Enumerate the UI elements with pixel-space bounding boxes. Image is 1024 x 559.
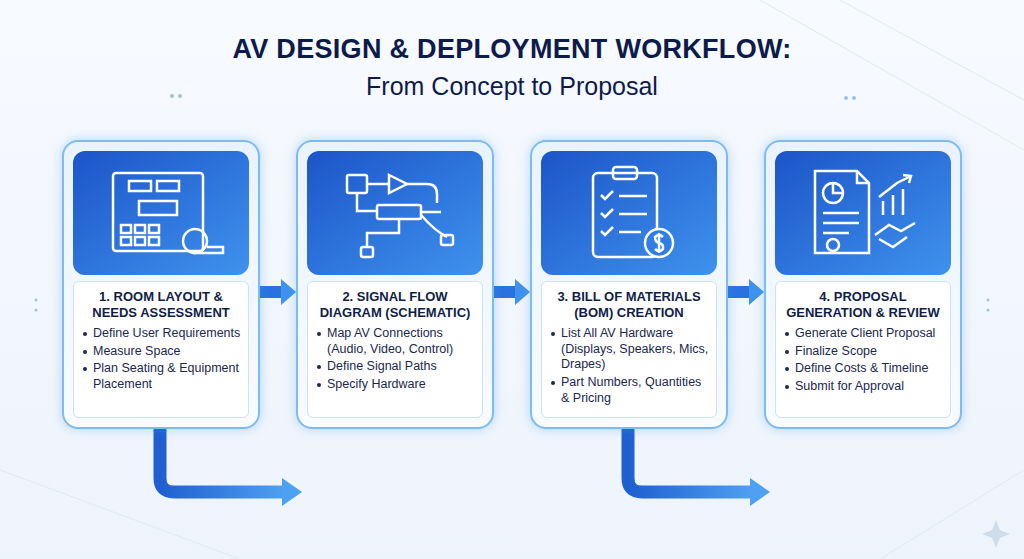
step-panel: 2. SIGNAL FLOW DIAGRAM (SCHEMATIC) Map AV… xyxy=(307,281,483,418)
step-bullet: Plan Seating & Equipment Placement xyxy=(81,361,241,392)
step-heading: 2. SIGNAL FLOW DIAGRAM (SCHEMATIC) xyxy=(315,289,475,320)
step-panel: 1. ROOM LAYOUT & NEEDS ASSESSMENT Define … xyxy=(73,281,249,418)
step-card: 2. SIGNAL FLOW DIAGRAM (SCHEMATIC) Map AV… xyxy=(296,140,494,429)
flow-arrow xyxy=(728,279,764,305)
step-card: 1. ROOM LAYOUT & NEEDS ASSESSMENT Define … xyxy=(62,140,260,429)
flow-arrow xyxy=(260,279,296,305)
step-bullet: Submit for Approval xyxy=(783,379,943,395)
step-bullet: Part Numbers, Quantities & Pricing xyxy=(549,375,709,406)
diagram-title: AV DESIGN & DEPLOYMENT WORKFLOW: xyxy=(0,34,1024,65)
step-bullet: Define User Requirements xyxy=(81,326,241,342)
step-card: 3. BILL OF MATERIALS (BOM) CREATION List … xyxy=(530,140,728,429)
step-bullet: Generate Client Proposal xyxy=(783,326,943,342)
step-panel: 4. PROPOSAL GENERATION & REVIEW Generate … xyxy=(775,281,951,418)
checklist-icon xyxy=(541,151,717,275)
step-heading: 1. ROOM LAYOUT & NEEDS ASSESSMENT xyxy=(81,289,241,320)
step-bullet: Measure Space xyxy=(81,344,241,360)
step-bullet: Define Costs & Timeline xyxy=(783,361,943,377)
step-heading: 3. BILL OF MATERIALS (BOM) CREATION xyxy=(549,289,709,320)
step-bullet: Define Signal Paths xyxy=(315,359,475,375)
step-heading: 4. PROPOSAL GENERATION & REVIEW xyxy=(783,289,943,320)
flow-arrow xyxy=(494,279,530,305)
step-bullet: Map AV Connections (Audio, Video, Contro… xyxy=(315,326,475,357)
flow-arrow xyxy=(160,420,770,506)
layout-icon xyxy=(73,151,249,275)
step-bullet: Finalize Scope xyxy=(783,344,943,360)
proposal-icon xyxy=(775,151,951,275)
step-panel: 3. BILL OF MATERIALS (BOM) CREATION List … xyxy=(541,281,717,418)
step-card: 4. PROPOSAL GENERATION & REVIEW Generate … xyxy=(764,140,962,429)
step-bullet: List All AV Hardware (Displays, Speakers… xyxy=(549,326,709,373)
schematic-icon xyxy=(307,151,483,275)
step-bullet: Specify Hardware xyxy=(315,377,475,393)
diagram-subtitle: From Concept to Proposal xyxy=(0,72,1024,101)
